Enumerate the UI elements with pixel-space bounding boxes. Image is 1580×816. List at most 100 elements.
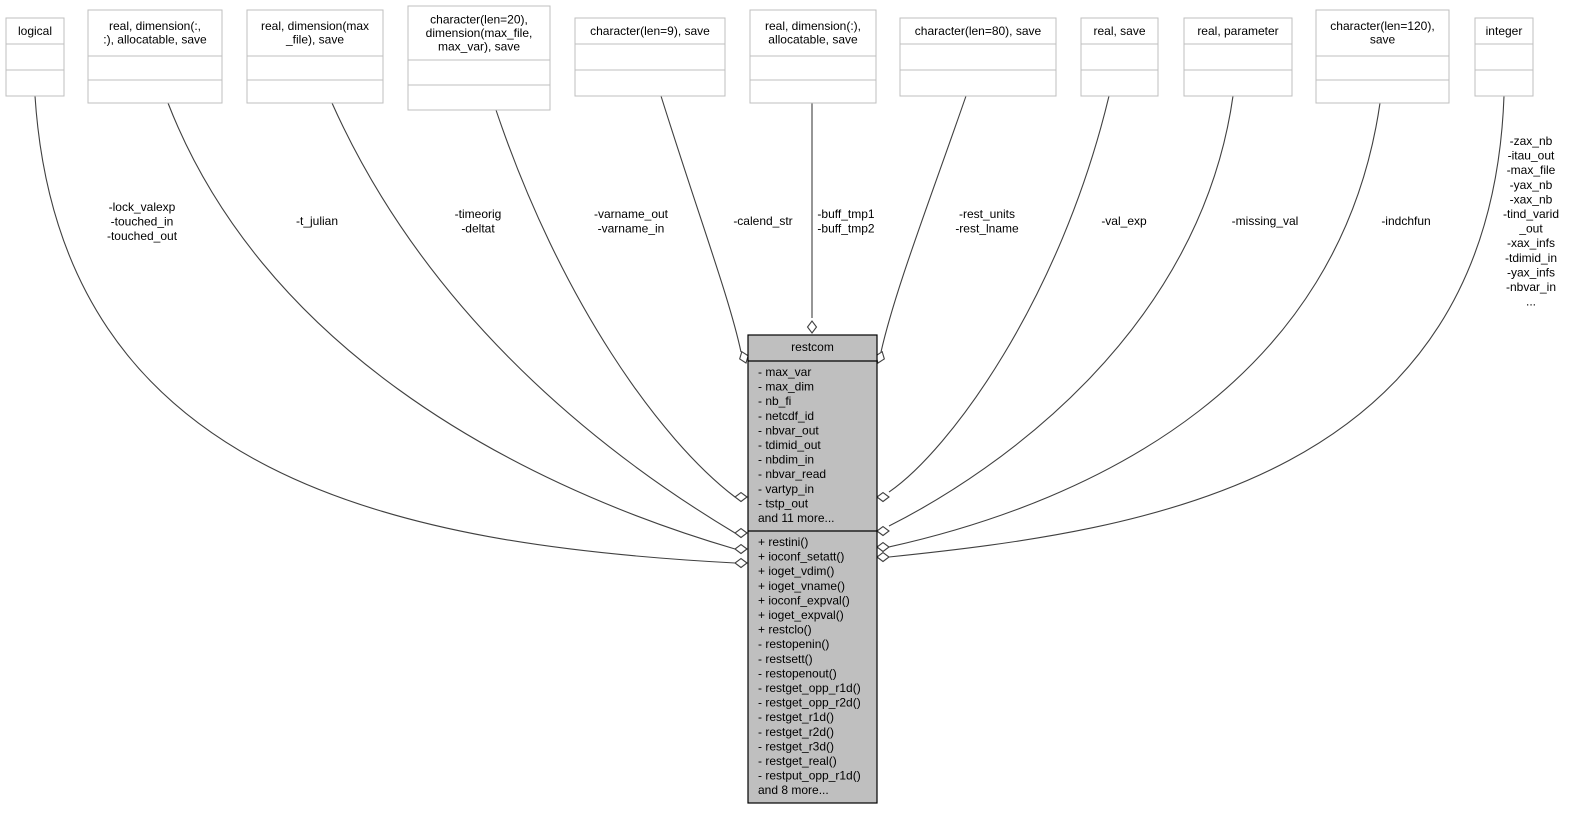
aggregation-diamond-icon	[734, 491, 748, 503]
edge-label-itau-out: -itau_out	[1508, 149, 1555, 163]
aggregation-diamond-icon	[876, 541, 890, 553]
class-method-restget-r2d: - restget_r2d()	[758, 725, 834, 739]
class-method-ioget-vname: + ioget_vname()	[758, 579, 845, 593]
type-box-character-len-9-save[interactable]: character(len=9), save	[574, 17, 726, 97]
edge-label-tind-varid: -tind_varid	[1503, 207, 1559, 221]
aggregation-edge-5	[660, 95, 749, 364]
type-box-integer[interactable]: integer	[1474, 17, 1534, 97]
type-box-frame	[1183, 17, 1293, 97]
type-box-title: logical	[18, 24, 52, 38]
type-box-title: max_var), save	[438, 39, 520, 53]
aggregation-edge-2	[167, 102, 748, 555]
type-box-title: real, dimension(max	[261, 19, 369, 33]
aggregation-diamond-icon	[806, 320, 818, 334]
edge-label-timeorig: -timeorig	[455, 207, 502, 221]
class-method-restsett: - restsett()	[758, 652, 813, 666]
class-attribute-max-dim: - max_dim	[758, 380, 814, 394]
aggregation-diamond-icon	[734, 557, 748, 569]
class-attribute-vartyp-in: - vartyp_in	[758, 482, 814, 496]
edge-label-max-file: -max_file	[1507, 163, 1556, 177]
class-attribute-tdimid-out: - tdimid_out	[758, 438, 821, 452]
edge-label-more: ...	[1526, 295, 1536, 309]
aggregation-edge-11	[876, 95, 1505, 563]
type-box-character-len-20-dimension-max-file-max-var-save[interactable]: character(len=20),dimension(max_file,max…	[407, 5, 551, 111]
class-method-restopenout: - restopenout()	[758, 666, 837, 680]
class-attribute-and-11-more: and 11 more...	[758, 511, 835, 525]
edge-label-yax-infs: -yax_infs	[1507, 265, 1555, 279]
aggregation-diamond-icon	[876, 491, 890, 503]
type-box-logical[interactable]: logical	[5, 17, 65, 97]
type-box-frame	[899, 17, 1057, 97]
edge-line	[888, 95, 1505, 558]
type-box-title: integer	[1486, 24, 1523, 38]
type-box-frame	[407, 5, 551, 111]
type-box-title: allocatable, save	[768, 33, 858, 47]
edge-label-indchfun: -indchfun	[1381, 214, 1430, 228]
type-box-title: dimension(max_file,	[426, 26, 533, 40]
edge-line	[660, 95, 742, 353]
class-attribute-netcdf-id: - netcdf_id	[758, 409, 814, 423]
type-box-title: :), allocatable, save	[103, 33, 207, 47]
type-box-title: _file), save	[285, 33, 344, 47]
class-attribute-max-var: - max_var	[758, 365, 811, 379]
type-box-title: character(len=9), save	[590, 24, 710, 38]
class-method-restget-opp-r1d: - restget_opp_r1d()	[758, 681, 861, 695]
edge-line	[495, 109, 736, 498]
edge-label-xax-nb: -xax_nb	[1510, 192, 1553, 206]
type-box-title: real, dimension(:,	[109, 19, 201, 33]
class-method-ioget-vdim: + ioget_vdim()	[758, 564, 834, 578]
type-box-real-dimension-allocatable-save[interactable]: real, dimension(:),allocatable, save	[749, 9, 877, 104]
type-box-real-parameter[interactable]: real, parameter	[1183, 17, 1293, 97]
type-box-frame	[5, 17, 65, 97]
type-box-title: real, dimension(:),	[765, 19, 861, 33]
type-box-character-len-80-save[interactable]: character(len=80), save	[899, 17, 1057, 97]
edge-line	[880, 95, 967, 353]
class-attribute-nbvar-read: - nbvar_read	[758, 467, 826, 481]
class-method-ioconf-setatt: + ioconf_setatt()	[758, 550, 844, 564]
aggregation-edge-9	[876, 95, 1234, 537]
edge-label-nbvar-in: -nbvar_in	[1506, 280, 1556, 294]
edge-label-rest-units: -rest_units	[959, 207, 1015, 221]
class-method-restclo: + restclo()	[758, 623, 812, 637]
aggregation-edge-3	[331, 102, 748, 539]
type-box-title: character(len=20),	[430, 12, 528, 26]
main-class-box-restcom[interactable]: restcom- max_var- max_dim- nb_fi- netcdf…	[747, 334, 878, 804]
aggregation-diamond-icon	[734, 543, 748, 555]
edge-line	[888, 95, 1110, 493]
aggregation-edge-8	[876, 95, 1110, 503]
edge-label-rest-lname: -rest_lname	[955, 222, 1019, 236]
class-method-restini: + restini()	[758, 535, 808, 549]
edge-line	[331, 102, 736, 534]
type-box-title: real, save	[1093, 24, 1145, 38]
edge-label-t-julian: -t_julian	[296, 214, 338, 228]
type-box-real-dimension-allocatable-save[interactable]: real, dimension(:,:), allocatable, save	[87, 9, 223, 104]
edge-label-buff-tmp1: -buff_tmp1	[817, 207, 874, 221]
aggregation-diamond-icon	[734, 527, 748, 539]
type-box-real-dimension-max-file-save[interactable]: real, dimension(max_file), save	[246, 9, 384, 104]
class-method-restget-opp-r2d: - restget_opp_r2d()	[758, 696, 861, 710]
class-method-restput-opp-r1d: - restput_opp_r1d()	[758, 769, 861, 783]
class-method-restget-real: - restget_real()	[758, 754, 837, 768]
class-attribute-tstp-out: - tstp_out	[758, 496, 809, 510]
type-box-character-len-120-save[interactable]: character(len=120),save	[1315, 9, 1450, 104]
aggregation-edge-1	[34, 95, 748, 569]
class-method-ioget-expval: + ioget_expval()	[758, 608, 844, 622]
edge-label-tdimid-in: -tdimid_in	[1505, 251, 1557, 265]
class-method-restget-r1d: - restget_r1d()	[758, 710, 834, 724]
edge-label-missing-val: -missing_val	[1232, 214, 1299, 228]
type-box-title: character(len=80), save	[915, 24, 1042, 38]
edge-label-out: _out	[1518, 222, 1543, 236]
edge-line	[167, 102, 736, 550]
edge-label-zax-nb: -zax_nb	[1510, 134, 1553, 148]
class-method-and-8-more: and 8 more...	[758, 783, 829, 797]
aggregation-diamond-icon	[876, 525, 890, 537]
aggregation-edge-4	[495, 109, 748, 503]
edge-label-xax-infs: -xax_infs	[1507, 236, 1555, 250]
aggregation-diamond-icon	[739, 350, 749, 364]
edge-label-calend-str: -calend_str	[733, 214, 792, 228]
type-box-real-save[interactable]: real, save	[1080, 17, 1159, 97]
type-box-title: real, parameter	[1197, 24, 1278, 38]
edge-label-lock-valexp: -lock_valexp	[109, 200, 176, 214]
aggregation-edge-6	[806, 103, 818, 334]
